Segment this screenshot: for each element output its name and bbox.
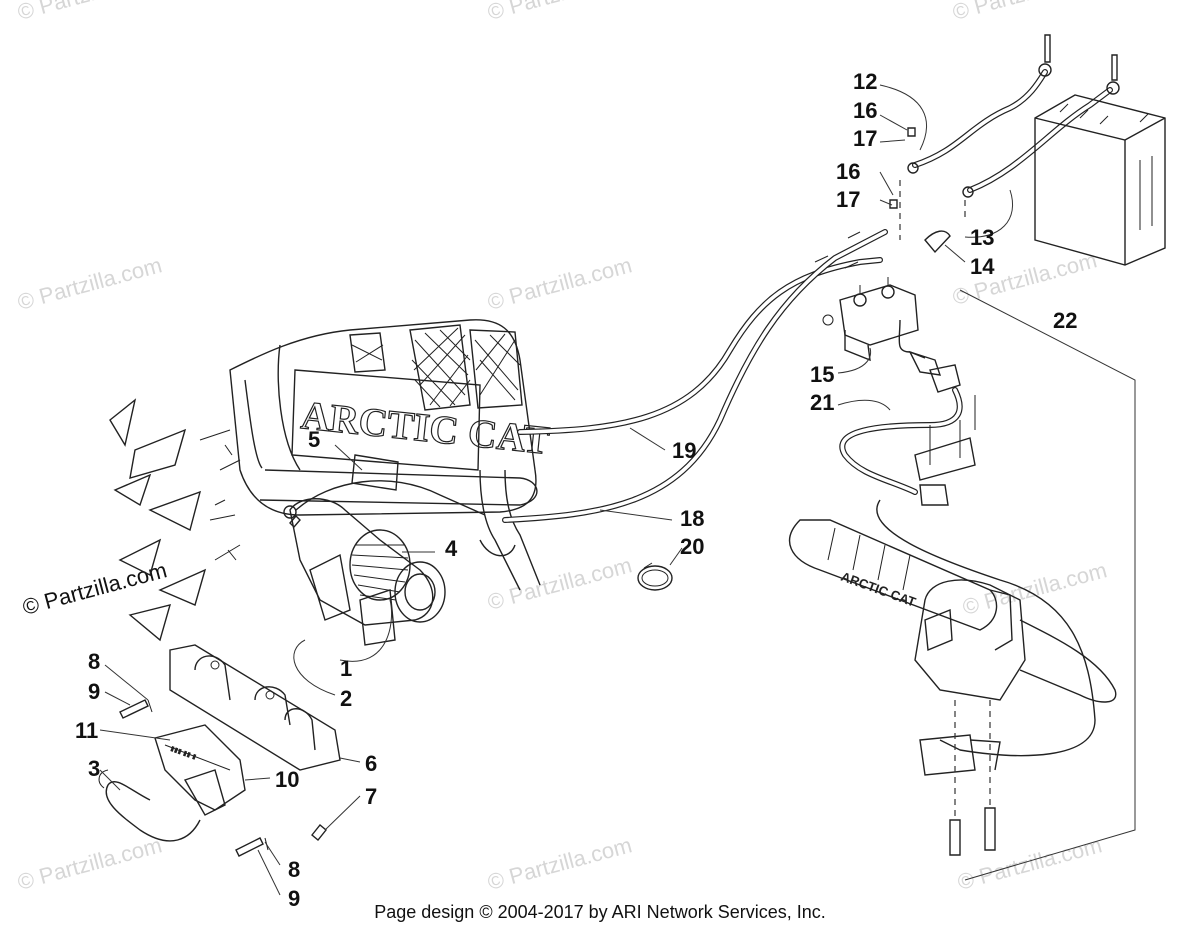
callout-19: 19 <box>672 438 696 463</box>
battery <box>1034 94 1166 266</box>
winch-mount-plate <box>169 644 341 771</box>
watermark-text: © Partzilla.com <box>955 832 1105 895</box>
callout-9-upper: 9 <box>88 679 100 704</box>
callout-22: 22 <box>1053 308 1077 333</box>
callout-2: 2 <box>340 686 352 711</box>
watermark-text: © Partzilla.com <box>15 0 165 25</box>
leader-lines <box>99 84 1014 896</box>
callout-4: 4 <box>445 536 458 561</box>
callout-9-lower: 9 <box>288 886 300 911</box>
watermark-text: © Partzilla.com <box>15 832 165 895</box>
battery-cables <box>889 34 1120 254</box>
callout-18: 18 <box>680 506 704 531</box>
watermark-text: © Partzilla.com <box>15 252 165 315</box>
callout-5: 5 <box>308 427 320 452</box>
mounting-bolts <box>119 514 327 857</box>
callout-8-upper: 8 <box>88 649 100 674</box>
remote-label-text: ▮▮▮ ▮▮ ▮ <box>169 745 197 761</box>
assembly-bracket-22 <box>959 289 1136 881</box>
watermark-text: © Partzilla.com <box>950 0 1100 25</box>
watermark-layer: © Partzilla.com © Partzilla.com © Partzi… <box>15 0 1110 895</box>
callout-1: 1 <box>340 656 352 681</box>
watermark-text: © Partzilla.com <box>485 252 635 315</box>
callout-20: 20 <box>680 534 704 559</box>
callout-11: 11 <box>75 718 98 743</box>
callout-17-upper: 17 <box>853 126 877 151</box>
watermark-text: © Partzilla.com <box>485 552 635 615</box>
callout-16-upper: 16 <box>853 98 877 123</box>
watermark-text: © Partzilla.com <box>960 557 1110 620</box>
power-cables <box>502 229 888 523</box>
callout-8-lower: 8 <box>288 857 300 882</box>
handheld-remote-switch: ▮▮▮ ▮▮ ▮ <box>98 724 246 842</box>
callout-numbers: 1 2 3 4 5 6 7 8 9 8 9 10 11 12 13 14 15 … <box>75 69 1077 911</box>
atv-front-grille: ARCTIC CAT <box>229 319 553 591</box>
grille-brand-text: ARCTIC CAT <box>299 392 552 463</box>
callout-13: 13 <box>970 225 994 250</box>
callout-15: 15 <box>810 362 834 387</box>
callout-21: 21 <box>810 390 834 415</box>
winch-solenoid <box>822 277 961 393</box>
copyright-footer: Page design © 2004-2017 by ARI Network S… <box>374 902 826 922</box>
callout-10: 10 <box>275 767 299 792</box>
callout-17-lower: 17 <box>836 187 860 212</box>
callout-16-lower: 16 <box>836 159 860 184</box>
callout-3: 3 <box>88 756 100 781</box>
callout-12: 12 <box>853 69 877 94</box>
handlebar-switch: ARCTIC CAT <box>789 499 1117 856</box>
cable-clamp <box>637 562 673 591</box>
atv-tire-sketch <box>109 398 241 642</box>
callout-6: 6 <box>365 751 377 776</box>
callout-14: 14 <box>970 254 995 279</box>
watermark-text: © Partzilla.com <box>485 0 635 25</box>
winch-assembly <box>283 480 486 646</box>
callout-7: 7 <box>365 784 377 809</box>
watermark-text: © Partzilla.com <box>485 832 635 895</box>
switch-harness <box>839 387 976 506</box>
